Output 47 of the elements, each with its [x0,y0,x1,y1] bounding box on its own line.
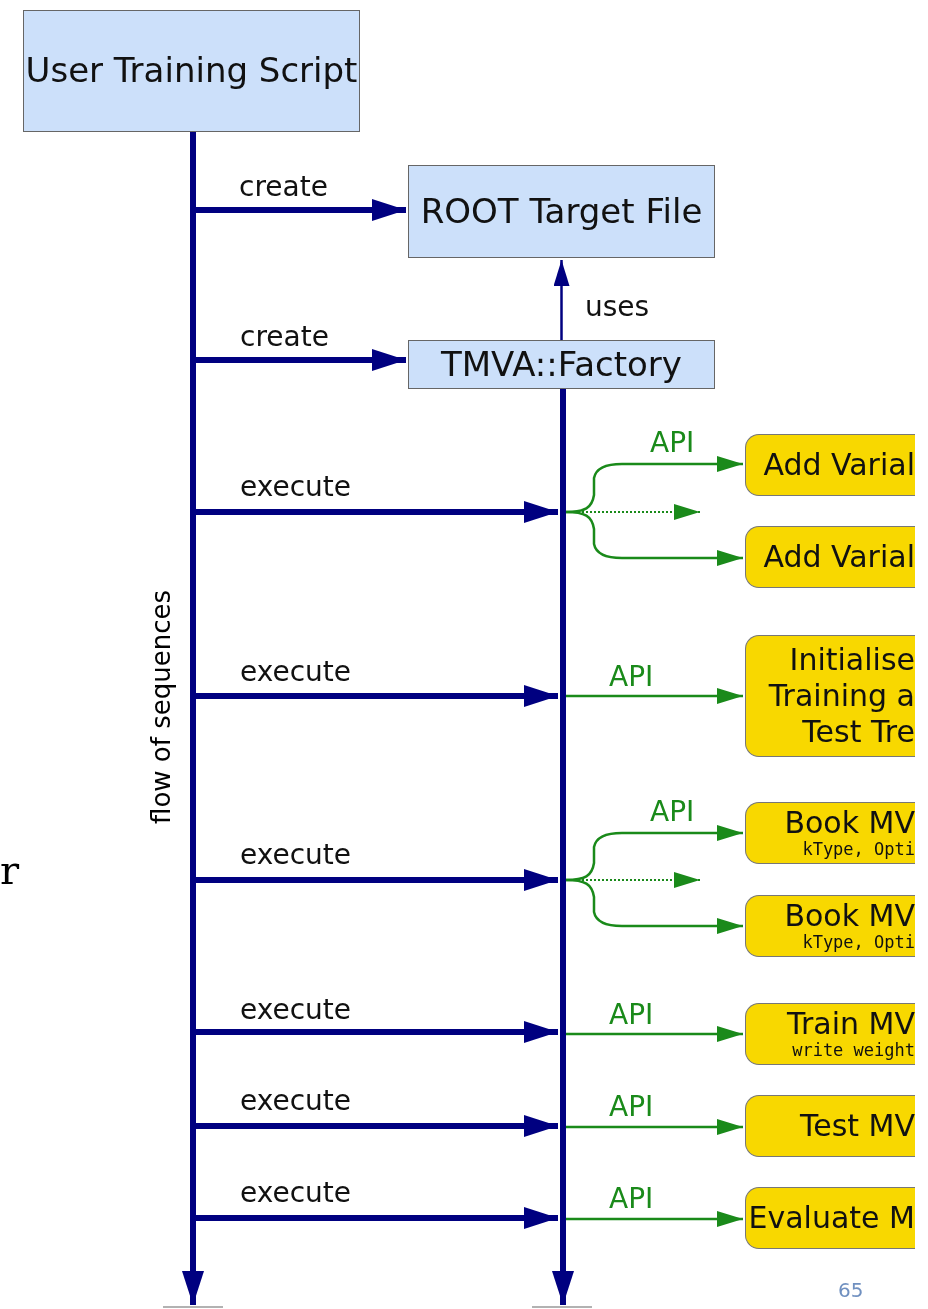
lifeline [560,389,566,1270]
box-title: Book MV [784,898,915,934]
arrow [196,1021,558,1043]
arrow [196,869,558,891]
method-box [745,526,915,588]
arrow [566,1211,743,1227]
arrow [196,349,406,371]
method-box [745,434,915,496]
arrow [552,1269,574,1305]
method-box [745,1003,915,1065]
parameter-text: kType, Opti [802,933,915,953]
arrow [196,1115,558,1137]
arrow [566,1026,743,1042]
box-title: Train MV [787,1006,915,1042]
box-title: User Training Script [25,51,358,91]
box-title: Add Varial [763,447,915,483]
arrow [566,1119,743,1135]
method-box [745,1187,915,1249]
box-title: Initialise Training a Test Tre [767,642,915,750]
arrow [182,1269,204,1305]
arrow [566,688,743,704]
box-title: Book MV [784,805,915,841]
component-box [408,340,715,389]
arrow [553,260,570,340]
box-title: Evaluate M [748,1200,915,1236]
arrow [565,510,743,566]
arrow [565,878,743,934]
arrow [196,199,406,221]
method-box [745,635,915,757]
component-box [408,165,715,258]
parameter-text: write weight [792,1041,915,1061]
axis-title: flow of sequences [148,589,174,826]
box-title: TMVA::Factory [441,344,682,385]
box-title: Test MV [799,1108,915,1144]
component-box [23,10,360,132]
arrow [196,685,558,707]
arrow [196,1207,558,1229]
parameter-text: kType, Opti [802,840,915,860]
text-fragment: r [0,850,20,890]
arrow [196,501,558,523]
method-box [745,1095,915,1157]
method-box [745,802,915,864]
lifeline [190,132,196,1270]
method-box [745,895,915,957]
box-title: Add Varial [763,539,915,575]
page-number: 65 [838,1280,864,1300]
box-title: ROOT Target File [420,191,703,232]
